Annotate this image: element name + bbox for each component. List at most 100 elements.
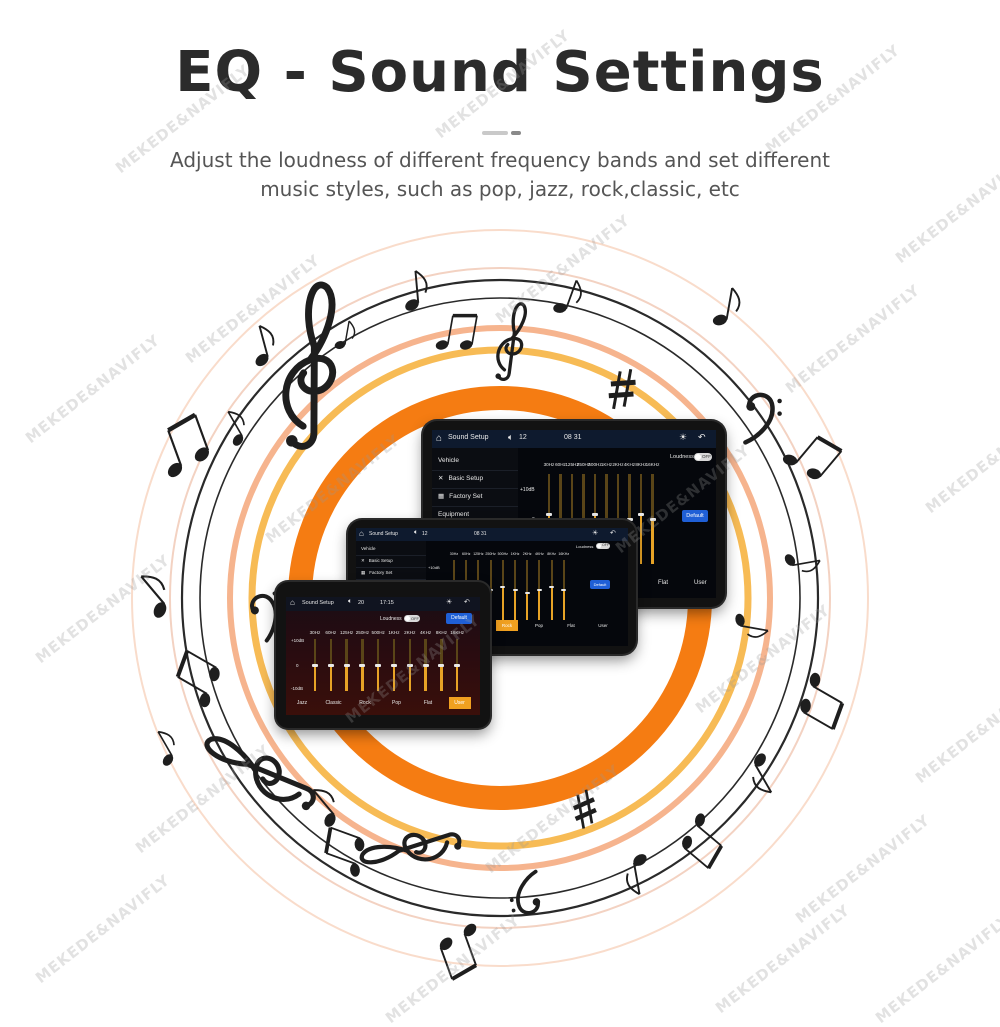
eq-band-slider[interactable] [406,639,413,691]
eq-band-fill [361,665,364,691]
eq-band-label: 4KHz [623,462,636,467]
medium-default-button[interactable]: Default [590,580,610,589]
eq-band-slider[interactable] [488,560,494,620]
medium-loudness-toggle[interactable]: OFF [596,543,610,549]
large-style-flat[interactable]: Flat [658,580,669,586]
eq-band-slider[interactable] [422,639,429,691]
eq-band-fill [526,593,529,620]
eq-band-knob[interactable] [638,513,644,516]
menu-basic-setup[interactable]: ✕Basic Setup [356,555,426,568]
outer-rose-ring [169,267,831,929]
menu-vehicle[interactable]: Vehicle [432,452,518,471]
eq-band-knob[interactable] [649,517,656,521]
eq-band-slider[interactable] [536,560,542,620]
factory-icon: ▦ [361,570,366,575]
back-icon[interactable]: ↶ [464,599,470,606]
clef-curve [496,302,527,382]
brightness-icon[interactable]: ☀ [446,599,453,606]
eq-band-knob[interactable] [603,517,610,521]
volume-icon[interactable]: 🔈︎ [414,529,419,536]
eq-band-slider[interactable] [391,639,397,691]
eq-band-slider[interactable] [343,639,350,691]
eq-band-knob[interactable] [557,517,564,521]
eq-band-slider[interactable] [454,639,461,691]
eq-band-slider[interactable] [638,474,644,564]
style-button-flat[interactable]: Flat [567,623,575,628]
eq-band-knob[interactable] [536,588,542,592]
small-default-button[interactable]: Default [446,613,472,624]
eq-band-slider[interactable] [561,560,567,620]
eq-band-knob[interactable] [391,663,397,667]
eq-band-knob[interactable] [327,663,334,667]
home-icon[interactable]: ⌂ [359,529,364,538]
eq-band-knob[interactable] [561,588,567,592]
toggle-knob [597,544,601,548]
eq-band-knob[interactable] [406,663,413,667]
eq-band-slider[interactable] [359,639,366,691]
eq-band-knob[interactable] [626,517,633,521]
eq-band-knob[interactable] [488,588,494,592]
menu-basic-setup[interactable]: ✕Basic Setup [432,470,518,489]
brightness-icon[interactable]: ☀ [592,530,599,537]
eq-band-knob[interactable] [546,513,552,516]
back-icon[interactable]: ↶ [698,432,706,442]
back-icon[interactable]: ↶ [610,530,616,537]
eq-band-knob[interactable] [549,585,555,589]
eq-band-knob[interactable] [524,591,530,595]
eq-band-slider[interactable] [500,560,506,620]
menu-vehicle-label: Vehicle [438,457,459,464]
large-loudness-toggle[interactable]: OFF [694,453,712,461]
small-loudness-toggle[interactable]: OFF [404,615,420,622]
eq-band-slider[interactable] [375,639,382,691]
eq-band-slider[interactable] [327,639,334,691]
style-button-classic[interactable]: Classic [325,700,342,706]
eighth-note-icon [752,753,773,794]
style-button-jazz[interactable]: Jazz [296,700,308,706]
eq-band-slider[interactable] [649,474,656,564]
eq-band-label: 2KHz [404,630,416,635]
style-button-flat[interactable]: Flat [423,700,433,706]
style-button-pop[interactable]: Pop [392,700,401,706]
eq-band-label: 30Hz [449,552,459,556]
eq-band-slider[interactable] [438,639,445,691]
style-button-rock[interactable]: Rock [359,700,371,706]
menu-factory-set[interactable]: ▦Factory Set [356,567,426,580]
style-button-user[interactable]: User [598,623,608,628]
large-style-user[interactable]: User [694,580,707,586]
note-beam [175,650,190,678]
style-button-rock[interactable]: Rock [496,620,518,631]
eq-band-knob[interactable] [422,663,429,667]
bass-curve [250,593,278,643]
menu-vehicle[interactable]: Vehicle [356,543,426,556]
eq-band-knob[interactable] [580,517,587,521]
style-button-pop[interactable]: Pop [534,623,543,628]
eq-band-knob[interactable] [512,588,518,592]
note-head [784,554,796,566]
eq-band-knob[interactable] [454,663,461,667]
brightness-icon[interactable]: ☀ [679,432,688,442]
title-divider-right [511,131,521,135]
menu-factory-set[interactable]: ▦Factory Set [432,488,518,507]
volume-icon[interactable]: 🔈︎ [348,598,353,605]
style-button-user[interactable]: User [448,697,471,709]
home-icon[interactable]: ⌂ [436,433,443,444]
eq-band-slider[interactable] [312,639,318,691]
note-flag [414,270,428,293]
note-stem [194,414,210,451]
note-beam [830,702,845,730]
large-default-button[interactable]: Default [682,510,708,522]
bass-clef-icon [509,869,541,915]
eq-band-knob[interactable] [359,663,366,667]
eq-band-slider[interactable] [524,560,530,620]
note-stem [325,852,356,865]
volume-icon[interactable]: 🔈︎ [508,432,514,442]
home-icon[interactable]: ⌂ [290,598,295,607]
eq-band-knob[interactable] [343,663,350,667]
eq-band-knob[interactable] [312,663,318,667]
eq-band-slider[interactable] [549,560,555,620]
eq-band-slider[interactable] [512,560,518,620]
eq-band-knob[interactable] [500,585,506,589]
eq-band-knob[interactable] [592,513,598,516]
eq-band-knob[interactable] [375,663,382,667]
eq-band-knob[interactable] [438,663,445,667]
